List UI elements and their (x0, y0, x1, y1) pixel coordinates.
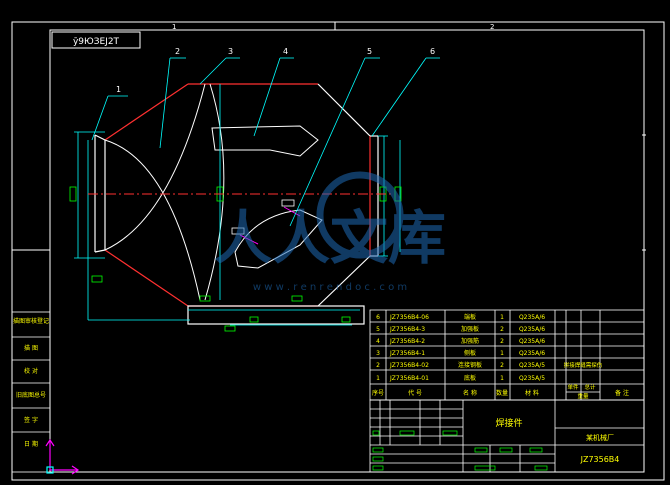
left-strip-label-0: 描图审核登记 (13, 317, 49, 325)
bom-cell-seq: 4 (376, 338, 380, 345)
bom-cell-code: JZ7356B4-2 (389, 338, 425, 345)
bom-cell-name: 加强板 (461, 325, 479, 333)
bom-cell-qty: 1 (500, 375, 504, 382)
bom-cell-material: Q235A/6 (519, 338, 545, 345)
bom-header-name: 名 称 (463, 389, 477, 397)
watermark-url: w w w . r e n r e n d o c . c o m (253, 282, 407, 293)
dim-text-boxes (69, 186, 402, 332)
outer-frame (11, 21, 665, 481)
bom-rows: 6JZ7356B4-06端板1Q235A/6焊接件5JZ7356B4-3加强板2… (376, 313, 545, 382)
bom-cell-seq: 5 (376, 326, 380, 333)
dimension-lines (74, 84, 401, 326)
bom-header-qty: 数量 (496, 389, 508, 397)
bom-cell-seq: 6 (376, 314, 380, 321)
bom-cell-code: JZ7356B4-06 (389, 314, 429, 321)
balloon-1: 1 (116, 85, 121, 94)
company-name: 某机械厂 (586, 433, 614, 442)
bom-cell-qty: 2 (500, 362, 504, 369)
balloon-5: 5 (367, 47, 372, 56)
left-strip-label-3: 旧底图总号 (16, 391, 46, 399)
bom-cell-name: 端板 (464, 313, 476, 321)
zone-mark-2: 2 (490, 23, 494, 31)
bom-cell-code: JZ7356B4-02 (389, 362, 429, 369)
bom-cell-qty: 1 (500, 350, 504, 357)
bom-cell-name: 底板 (464, 374, 476, 382)
weld-symbols (239, 206, 301, 245)
part-outline (94, 83, 379, 325)
balloon-4: 4 (283, 47, 288, 56)
leaders (91, 57, 440, 227)
bom-cell-material: Q235A/6 (519, 350, 545, 357)
bom-cell-code: JZ7356B4-3 (389, 326, 425, 333)
drawing-code: ӯ9ЮЗЕЈ2Т (73, 37, 120, 47)
zone-mark-1: 1 (172, 23, 176, 31)
watermark-ring (316, 171, 404, 259)
bom-note: 拼接焊缝需探伤 (564, 361, 603, 369)
title-block-grid (369, 399, 645, 473)
bom-cell-qty: 2 (500, 326, 504, 333)
bom-cell-material: Q235A/6 (519, 326, 545, 333)
bom-header-remark: 备 注 (615, 389, 629, 397)
bom-cell-seq: 2 (376, 362, 380, 369)
bom-cell-qty: 1 (500, 314, 504, 321)
title-block-fields (372, 430, 548, 471)
bom-cell-material: Q235A/5 (519, 362, 545, 369)
left-strip-label-4: 签 字 (24, 416, 38, 424)
bom-cell-material: Q235A/5 (519, 375, 545, 382)
bom-cell-qty: 2 (500, 338, 504, 345)
balloon-3: 3 (228, 47, 233, 56)
inner-curves (104, 83, 323, 301)
bom-header-weight: 重量 (577, 392, 589, 400)
part-name: 焊接件 (495, 417, 522, 429)
balloon-6: 6 (430, 47, 435, 56)
ucs-axis-icon (45, 438, 80, 475)
drawing-number: JZ7356B4 (580, 455, 620, 464)
bom-cell-seq: 1 (376, 375, 380, 382)
bom-cell-code: JZ7356B4-01 (389, 375, 429, 382)
balloon-2: 2 (175, 47, 180, 56)
bom-header-total: 总计 (584, 383, 596, 391)
watermark-chars: 人人文库 (214, 204, 446, 272)
left-strip (11, 311, 51, 473)
bom-cell-material: Q235A/6 (519, 314, 545, 321)
bom-grid (369, 309, 645, 401)
watermark: 人人文库 w w w . r e n r e n d o c . c o m (214, 171, 446, 293)
left-strip-label-1: 描 图 (24, 344, 38, 352)
bom-header-material: 材 料 (525, 389, 539, 397)
inner-frame (49, 29, 645, 473)
bom-cell-name: 加强筋 (461, 337, 479, 345)
bom-cell-seq: 3 (376, 350, 380, 357)
left-strip-label-5: 日 期 (24, 440, 38, 448)
drawing-code-box (51, 31, 141, 49)
left-strip-label-2: 校 对 (24, 367, 38, 375)
bom-header-code: 代 号 (408, 389, 422, 397)
bom-header-seq: 序号 (372, 389, 384, 397)
bom-cell-code: JZ7356B4-1 (389, 350, 425, 357)
weld-marks (231, 199, 295, 235)
bom-header-unit: 单件 (567, 383, 579, 391)
bom-cell-name: 侧板 (464, 349, 476, 357)
bom-cell-name: 连接钢板 (458, 361, 482, 369)
